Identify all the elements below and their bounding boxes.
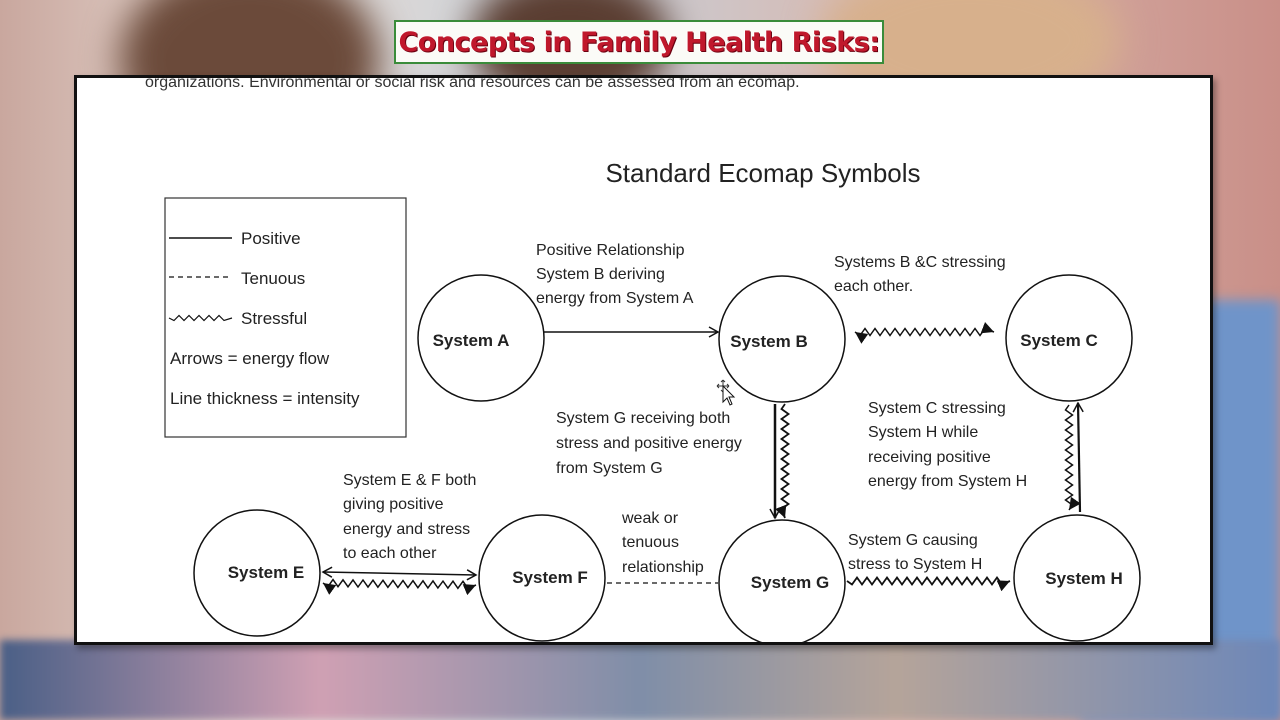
edge-b-g-stressful: [782, 404, 789, 518]
note-g-h: System G causing stress to System H: [848, 532, 982, 573]
node-system-h-label: System H: [1045, 569, 1122, 588]
node-system-c-label: System C: [1020, 331, 1097, 350]
move-cursor-icon: [717, 380, 734, 405]
ecomap-panel: organizations. Environmental or social r…: [74, 75, 1213, 645]
note-b-c: Systems B &C stressing each other.: [834, 254, 1010, 295]
edge-h-c-positive: [1078, 403, 1080, 512]
node-system-g-label: System G: [751, 573, 829, 592]
edge-g-h-stressful: [847, 578, 1010, 585]
edge-e-f-positive: [323, 572, 476, 575]
legend-thickness-label: Line thickness = intensity: [170, 389, 360, 408]
node-system-a-label: System A: [433, 331, 510, 350]
diagram-title: Standard Ecomap Symbols: [605, 158, 920, 188]
note-a-b: Positive Relationship System B deriving …: [536, 242, 694, 307]
note-c-h: System C stressing System H while receiv…: [868, 400, 1027, 490]
legend-arrows-label: Arrows = energy flow: [170, 349, 330, 368]
note-f-g: weak or tenuous relationship: [621, 510, 704, 576]
legend-stressful-label: Stressful: [241, 309, 307, 328]
legend-positive-label: Positive: [241, 229, 301, 248]
edge-e-f-stressful: [323, 580, 476, 589]
edge-c-h-stressful: [1066, 405, 1073, 510]
legend: Positive Tenuous Stressful Arrows = ener…: [165, 198, 406, 437]
ecomap-diagram: Standard Ecomap Symbols Positive Tenuous…: [77, 78, 1213, 645]
legend-tenuous-label: Tenuous: [241, 269, 305, 288]
edge-b-c-stressful: [855, 329, 994, 336]
note-e-f: System E & F both giving positive energy…: [343, 472, 481, 562]
node-system-f-label: System F: [512, 568, 588, 587]
slide-title-box: Concepts in Family Health Risks:: [394, 20, 884, 64]
node-system-e-label: System E: [228, 563, 305, 582]
node-system-b-label: System B: [730, 332, 807, 351]
slide-title: Concepts in Family Health Risks:: [398, 27, 879, 58]
note-g-b: System G receiving both stress and posit…: [556, 410, 746, 477]
